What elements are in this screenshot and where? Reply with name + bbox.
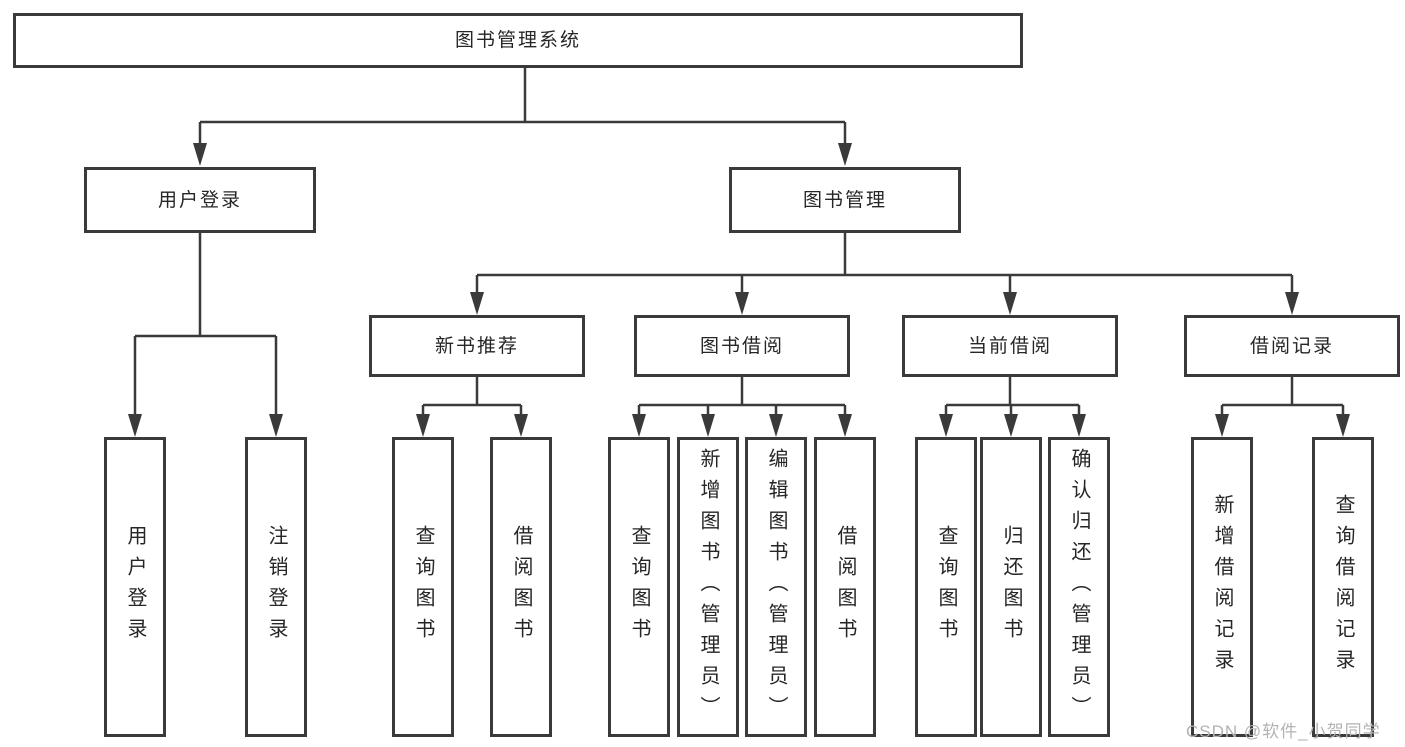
node-book-management: 图书管理 [729,167,961,233]
leaf-query-books-current: 查询图书 [915,437,977,737]
node-current-borrowing: 当前借阅 [902,315,1118,377]
leaf-query-books-borrowing: 查询图书 [608,437,670,737]
leaf-query-books-recommend: 查询图书 [392,437,454,737]
node-library-management-system: 图书管理系统 [13,13,1023,68]
leaf-borrow-books-borrowing: 借阅图书 [814,437,876,737]
node-user-login: 用户登录 [84,167,316,233]
leaf-logout: 注销登录 [245,437,307,737]
leaf-query-borrow-record: 查询借阅记录 [1312,437,1374,737]
leaf-user-login: 用户登录 [104,437,166,737]
leaf-confirm-return-admin: 确认归还（管理员） [1048,437,1110,737]
leaf-edit-book-admin: 编辑图书（管理员） [745,437,807,737]
node-new-book-recommendation: 新书推荐 [369,315,585,377]
watermark: CSDN @软件_小贺同学 [1186,722,1381,741]
leaf-borrow-books-recommend: 借阅图书 [490,437,552,737]
node-borrowing-records: 借阅记录 [1184,315,1400,377]
node-book-borrowing: 图书借阅 [634,315,850,377]
leaf-add-book-admin: 新增图书（管理员） [677,437,739,737]
leaf-add-borrow-record: 新增借阅记录 [1191,437,1253,737]
leaf-return-book: 归还图书 [980,437,1042,737]
